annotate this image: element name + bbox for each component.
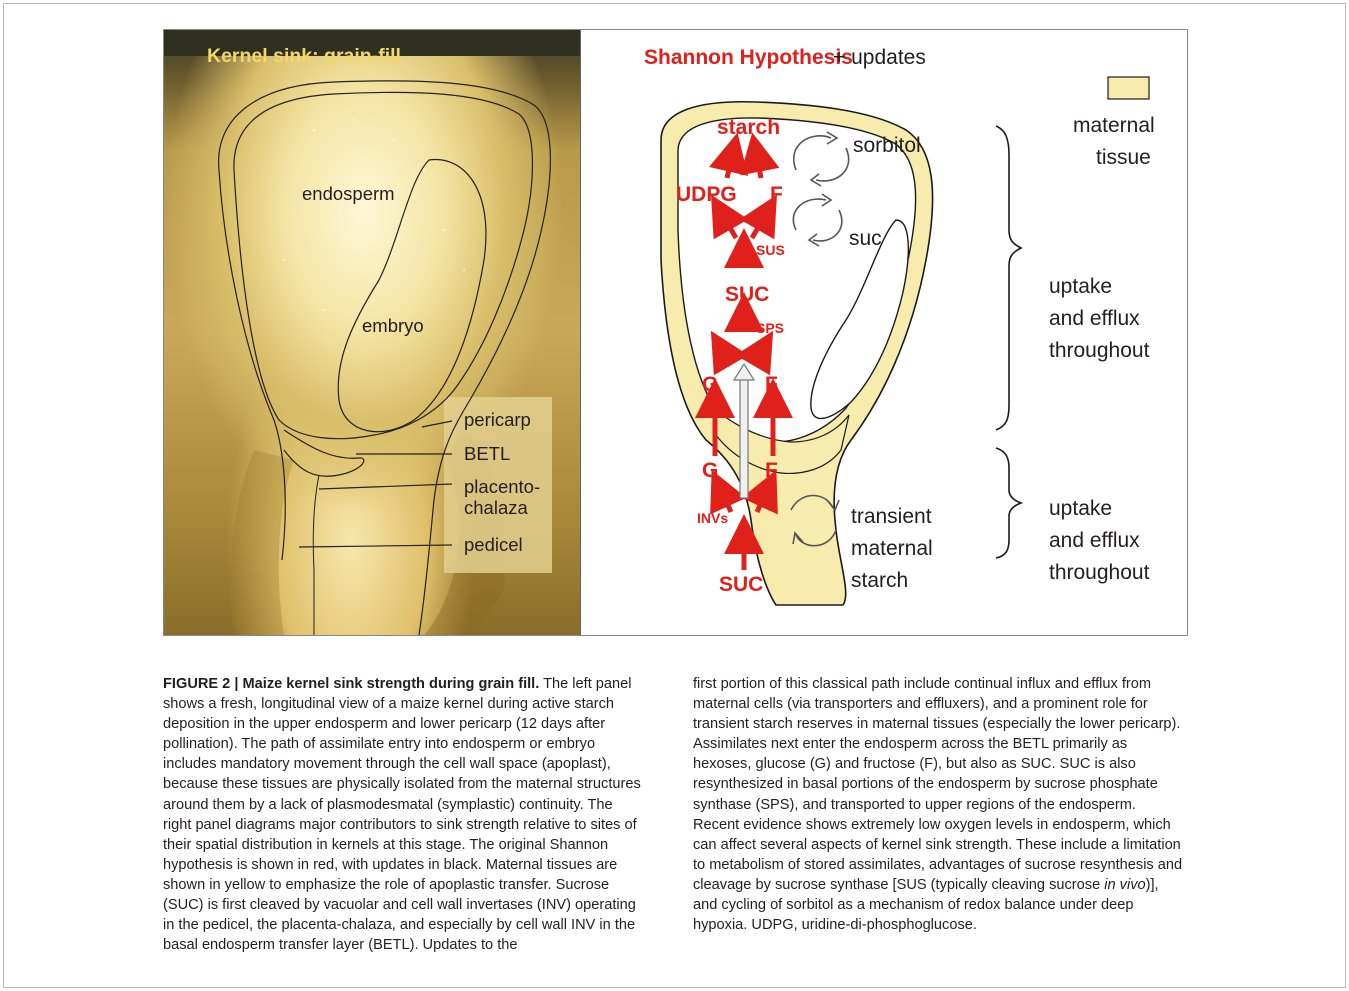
caption-left-paragraph: FIGURE 2 | Maize kernel sink strength du… [163, 674, 643, 955]
caption-left-column: FIGURE 2 | Maize kernel sink strength du… [163, 674, 643, 955]
label-sus: SUS [756, 242, 785, 258]
lower-bracket [996, 448, 1021, 558]
photo-title: Kernel sink: grain-fill [207, 45, 401, 67]
kernel-photo-svg: Kernel sink: grain-fill endosperm embryo… [164, 30, 580, 635]
diagram-title-black: + updates [833, 46, 926, 69]
shannon-diagram-panel: maternal tissue Shannon Hypothesis + upd… [581, 30, 1187, 635]
label-transient: transient [851, 505, 932, 528]
figure-2: Kernel sink: grain-fill endosperm embryo… [163, 29, 1188, 636]
label-embryo: embryo [362, 315, 424, 336]
upper-bracket-line-1: uptake [1049, 275, 1112, 298]
caption-lead: FIGURE 2 | Maize kernel sink strength du… [163, 676, 539, 692]
upper-bracket [996, 126, 1021, 430]
lower-bracket-line-1: uptake [1049, 497, 1112, 520]
label-sps: SPS [756, 320, 784, 336]
label-f-low: F [765, 459, 778, 482]
label-udpg: UDPG [676, 183, 737, 206]
label-suc-base: SUC [719, 573, 763, 596]
caption-right-body-1: first portion of this classical path inc… [693, 676, 1182, 893]
shannon-diagram-svg: maternal tissue Shannon Hypothesis + upd… [581, 30, 1187, 635]
label-g-mid: G [702, 373, 718, 396]
label-f-top: F [770, 183, 783, 206]
legend-label-1: maternal [1073, 114, 1155, 137]
betl-outline [284, 430, 364, 476]
label-suc-cycle: suc [849, 227, 882, 250]
caption-right-column: first portion of this classical path inc… [693, 674, 1186, 935]
label-invs: INVs [697, 510, 728, 526]
label-g-low: G [702, 459, 718, 482]
caption-left-body: The left panel shows a fresh, longitudin… [163, 676, 641, 953]
lower-bracket-line-2: and efflux [1049, 529, 1140, 552]
upper-bracket-line-2: and efflux [1049, 307, 1140, 330]
legend-swatch [1108, 77, 1149, 99]
label-f-mid: F [765, 373, 778, 396]
caption-right-italic: in vivo [1104, 877, 1145, 893]
upper-bracket-line-3: throughout [1049, 339, 1150, 362]
caption-right-paragraph: first portion of this classical path inc… [693, 674, 1186, 935]
lower-bracket-line-3: throughout [1049, 561, 1150, 584]
legend-label-2: tissue [1096, 146, 1151, 169]
label-maternal: maternal [851, 537, 933, 560]
label-endosperm: endosperm [302, 183, 395, 204]
kernel-photo-panel: Kernel sink: grain-fill endosperm embryo… [164, 30, 580, 635]
starch-speckles [283, 119, 465, 331]
label-betl: BETL [464, 443, 510, 464]
label-starch: starch [717, 116, 780, 139]
label-sorbitol: sorbitol [853, 134, 921, 157]
label-pedicel: pedicel [464, 534, 523, 555]
label-starch-maternal: starch [851, 569, 908, 592]
endosperm-outline [234, 92, 533, 438]
label-chalaza: chalaza [464, 497, 528, 518]
label-suc-mid: SUC [725, 283, 769, 306]
diagram-title-red: Shannon Hypothesis [644, 46, 853, 69]
label-pericarp: pericarp [464, 409, 531, 430]
label-placento: placento- [464, 476, 540, 497]
